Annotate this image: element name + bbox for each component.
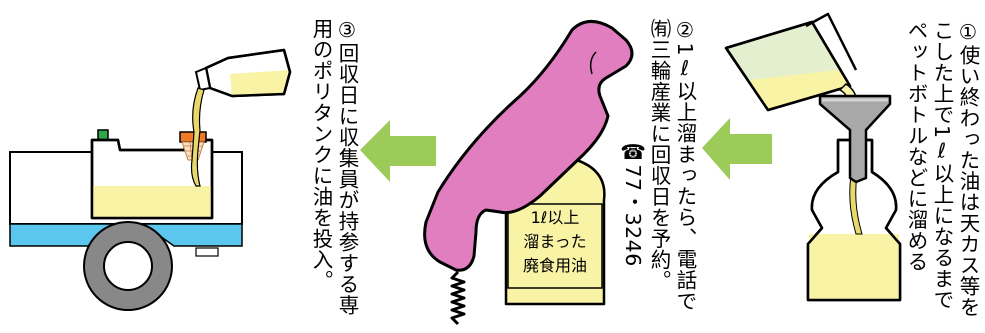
bottle-label-line2: 溜まった [523, 232, 587, 251]
pitcher-icon [724, 12, 858, 112]
bottle-label-line1: 1ℓ以上 [530, 208, 580, 227]
step3-text-line1: ③回収日に収集員が持参する専 [335, 18, 359, 316]
oil-bottle-icon [504, 111, 606, 306]
step1-text-line1: ①使い終わった油は天カス等を [956, 20, 980, 318]
wheel-icon [83, 221, 173, 311]
poly-tank-icon [90, 129, 214, 220]
step2-phone-number: ☎77・3246 [621, 140, 645, 267]
bottle-label-line3: 廃食用油 [522, 256, 587, 275]
step3-illustration [9, 48, 292, 311]
funnel-icon [818, 94, 892, 184]
step2-text-line1: ②1ℓ以上溜まったら、電話で [673, 18, 697, 312]
step1-illustration [724, 12, 902, 302]
bottle-label: 1ℓ以上 溜まった 廃食用油 [509, 206, 601, 278]
step3-text-line2: 用のポリタンクに油を投入。 [309, 18, 333, 291]
step1-text-line2: こした上で1ℓ以上になるまで [930, 20, 954, 311]
step1-text-line3: ペットボトルなどに溜める [904, 20, 928, 272]
step2-text-line2: ㈲三輪産業に回収日を予約。 [647, 18, 671, 291]
pouring-bottle-icon [190, 48, 292, 187]
phone-receiver-icon [423, 20, 634, 326]
arrow-step2-to-step3 [360, 120, 436, 182]
arrow-step1-to-step2 [702, 118, 772, 180]
step2-illustration [423, 20, 634, 326]
plastic-bottle-icon [806, 138, 902, 302]
